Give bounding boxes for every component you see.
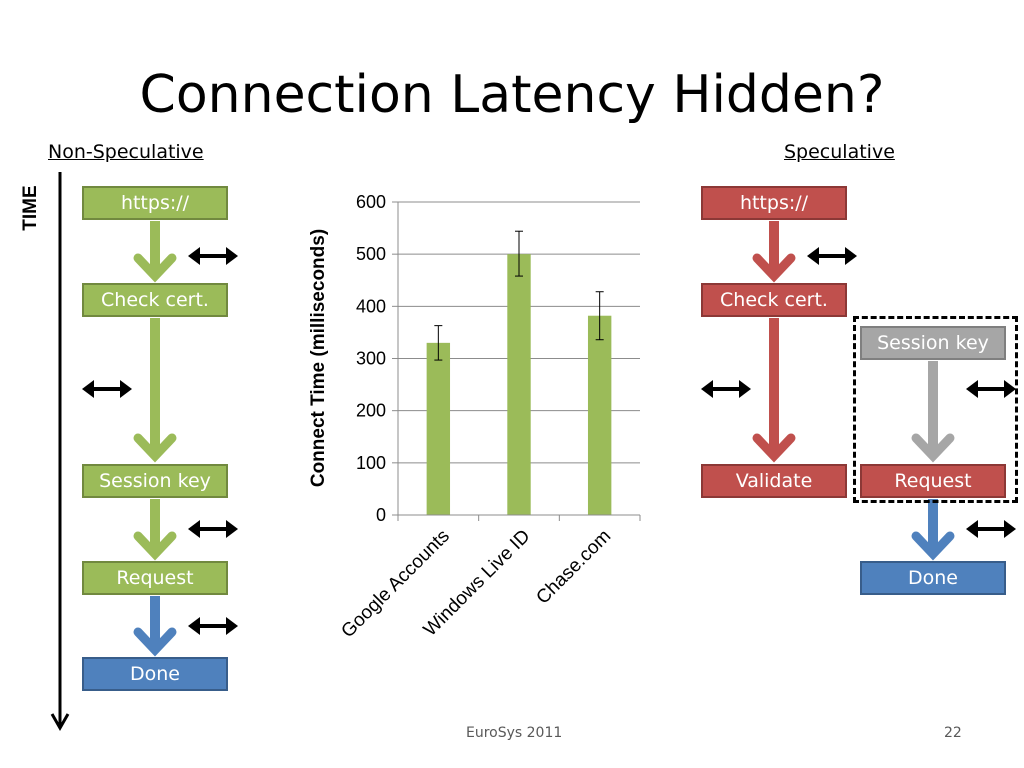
flow-arrow-session-to-request <box>911 361 955 463</box>
slide-title: Connection Latency Hidden? <box>139 65 885 125</box>
step-box-request: Request <box>860 464 1006 498</box>
chart-y-tick-label: 600 <box>356 192 386 212</box>
round-trip-double-arrow <box>966 520 1016 538</box>
chart-bar <box>587 315 612 515</box>
round-trip-double-arrow <box>807 247 857 265</box>
round-trip-double-arrow <box>188 247 238 265</box>
chart-axes <box>392 201 641 521</box>
flow-arrow-cert-to-session <box>133 318 177 463</box>
step-box-session-key: Session key <box>82 464 228 498</box>
step-box-check-cert: Check cert. <box>82 283 228 317</box>
chart-bars <box>426 230 612 515</box>
chart-y-tick-label: 400 <box>356 296 386 316</box>
step-box-done: Done <box>860 561 1006 595</box>
flow-arrow-https-to-cert <box>133 221 177 283</box>
chart-y-tick-label: 200 <box>356 401 386 421</box>
flow-arrow-https-to-cert <box>752 221 796 283</box>
step-box-session-key: Session key <box>860 326 1006 360</box>
step-box-https: https:// <box>701 186 847 220</box>
chart-y-axis-label: Connect Time (milliseconds) <box>308 229 329 487</box>
speculative-parallel-frame <box>853 316 1018 503</box>
round-trip-double-arrow <box>188 617 238 635</box>
step-box-validate: Validate <box>701 464 847 498</box>
speculative-heading: Speculative <box>784 141 895 163</box>
chart-y-tick-label: 0 <box>376 505 386 525</box>
time-axis-arrow <box>50 172 70 732</box>
chart-y-tick-label: 100 <box>356 453 386 473</box>
chart-bar <box>426 342 451 515</box>
flow-arrow-request-to-done <box>911 499 955 561</box>
chart-category-label: Chase.com <box>532 526 615 609</box>
flow-arrow-request-to-done <box>133 596 177 657</box>
flow-arrow-session-to-request <box>133 499 177 561</box>
flow-arrow-cert-to-validate <box>752 318 796 463</box>
chart-y-tick-label: 300 <box>356 349 386 369</box>
non-speculative-heading: Non-Speculative <box>48 141 204 163</box>
step-box-https: https:// <box>82 186 228 220</box>
round-trip-double-arrow <box>188 520 238 538</box>
round-trip-double-arrow <box>82 380 132 398</box>
chart-y-tick-label: 500 <box>356 244 386 264</box>
footer-conference: EuroSys 2011 <box>466 725 563 741</box>
chart-y-tick-labels: 0 100 200 300 400 500 600 <box>356 192 386 525</box>
chart-bar <box>507 254 531 515</box>
round-trip-double-arrow <box>966 380 1016 398</box>
step-box-check-cert: Check cert. <box>701 283 847 317</box>
step-box-request: Request <box>82 561 228 595</box>
slide-number: 22 <box>944 725 962 741</box>
round-trip-double-arrow <box>701 380 751 398</box>
step-box-done: Done <box>82 657 228 691</box>
